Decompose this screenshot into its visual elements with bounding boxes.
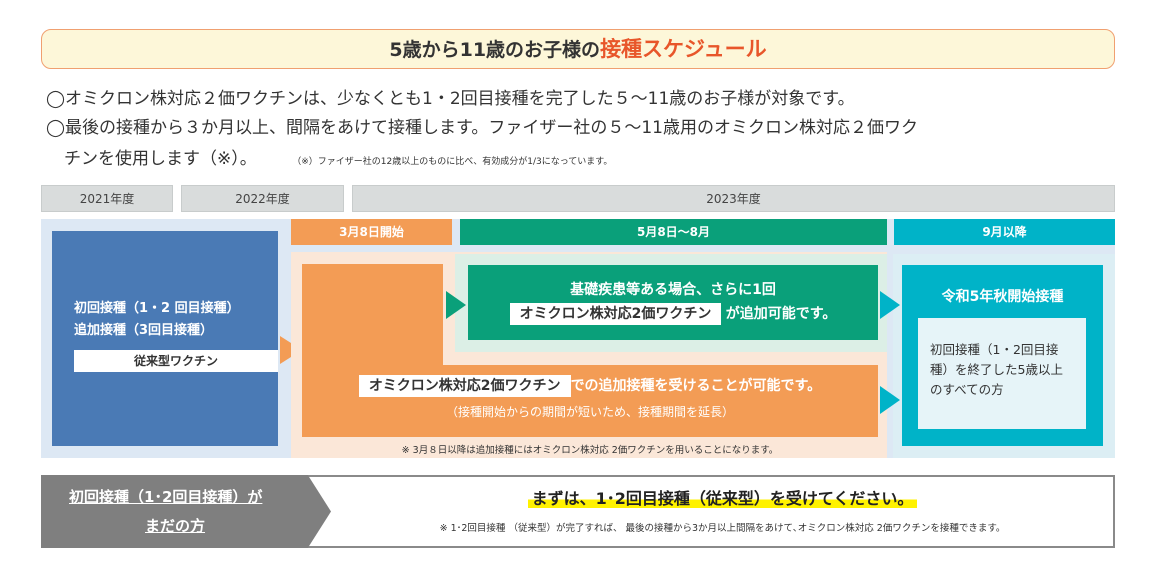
arrow-right-icon	[446, 291, 466, 319]
bottom-label-line-1: 初回接種（1･2回目接種）が	[69, 488, 263, 506]
teal-box-body: 初回接種（1・2回目接種）を終了した5歳以上のすべての方	[918, 318, 1086, 429]
orange-box-suffix: での追加接種を受けることが可能です。	[570, 378, 822, 394]
teal-box-title: 令和5年秋開始接種	[941, 289, 1064, 305]
phase-may-aug: 5月8日～8月	[460, 219, 887, 245]
intro-line-1: ◯オミクロン株対応２価ワクチンは、少なくとも1・2回目接種を完了した５～11歳の…	[46, 89, 855, 109]
autumn-2023-box: 令和5年秋開始接種 初回接種（1・2回目接種）を終了した5歳以上のすべての方	[902, 265, 1103, 446]
bottom-label-line-2: まだの方	[145, 517, 206, 535]
unvaccinated-label: 初回接種（1･2回目接種）が まだの方	[41, 475, 331, 548]
intro-line-3-text: チンを使用します（※）。	[64, 149, 257, 169]
year-2021: 2021年度	[41, 185, 173, 212]
green-box-suffix: が追加可能です。	[725, 306, 837, 322]
legacy-vaccine-chip: 従来型ワクチン	[74, 350, 278, 372]
title-highlight: 接種スケジュール	[600, 37, 767, 61]
bottom-main-text: まずは、1･2回目接種（従来型）を受けてください。	[527, 489, 918, 508]
title-prefix: 5歳から11歳のお子様の	[389, 39, 601, 61]
bivalent-chip: オミクロン株対応2価ワクチン	[358, 375, 571, 397]
legacy-vaccine-box: 初回接種（1・2 回目接種） 追加接種（3回目接種） 従来型ワクチン	[52, 231, 278, 446]
green-box-line-1: 基礎疾患等ある場合、さらに1回	[570, 282, 776, 298]
left-box-line-2: 追加接種（3回目接種）	[74, 323, 214, 338]
orange-box-sub: （接種開始からの期間が短いため、接種期間を延長）	[445, 405, 734, 419]
arrow-right-icon	[880, 291, 900, 319]
left-box-line-1: 初回接種（1・2 回目接種）	[74, 301, 240, 316]
year-2023: 2023年度	[352, 185, 1115, 212]
year-2022: 2022年度	[181, 185, 344, 212]
intro-note: （※）ファイザー社の12歳以上のものに比べ、有効成分が1/3になっています。	[296, 157, 613, 167]
arrow-right-icon	[880, 386, 900, 414]
intro-line-2: ◯最後の接種から３か月以上、間隔をあけて接種します。ファイザー社の５～11歳用の…	[46, 118, 918, 138]
page-title: 5歳から11歳のお子様の接種スケジュール	[41, 29, 1115, 69]
phase-march: 3月8日開始	[291, 219, 452, 245]
orange-block-top	[302, 264, 443, 366]
bottom-main: まずは、1･2回目接種（従来型）を受けてください。	[330, 485, 1115, 509]
orange-box-note: ※ 3月８日以降は追加接種にはオミクロン株対応 2価ワクチンを用いることになりま…	[401, 445, 779, 456]
green-bivalent-chip: オミクロン株対応2価ワクチン	[509, 303, 722, 325]
bottom-note: ※ 1･2回目接種 （従来型）が完了すれば、 最後の接種から3か月以上間隔をあけ…	[439, 523, 1006, 534]
phase-sept: 9月以降	[894, 219, 1115, 245]
bivalent-booster-box: オミクロン株対応2価ワクチンでの追加接種を受けることが可能です。 （接種開始から…	[302, 365, 878, 437]
underlying-condition-box: 基礎疾患等ある場合、さらに1回 オミクロン株対応2価ワクチン が追加可能です。	[468, 265, 878, 340]
intro-line-3: チンを使用します（※）。 （※）ファイザー社の12歳以上のものに比べ、有効成分が1…	[64, 144, 612, 169]
